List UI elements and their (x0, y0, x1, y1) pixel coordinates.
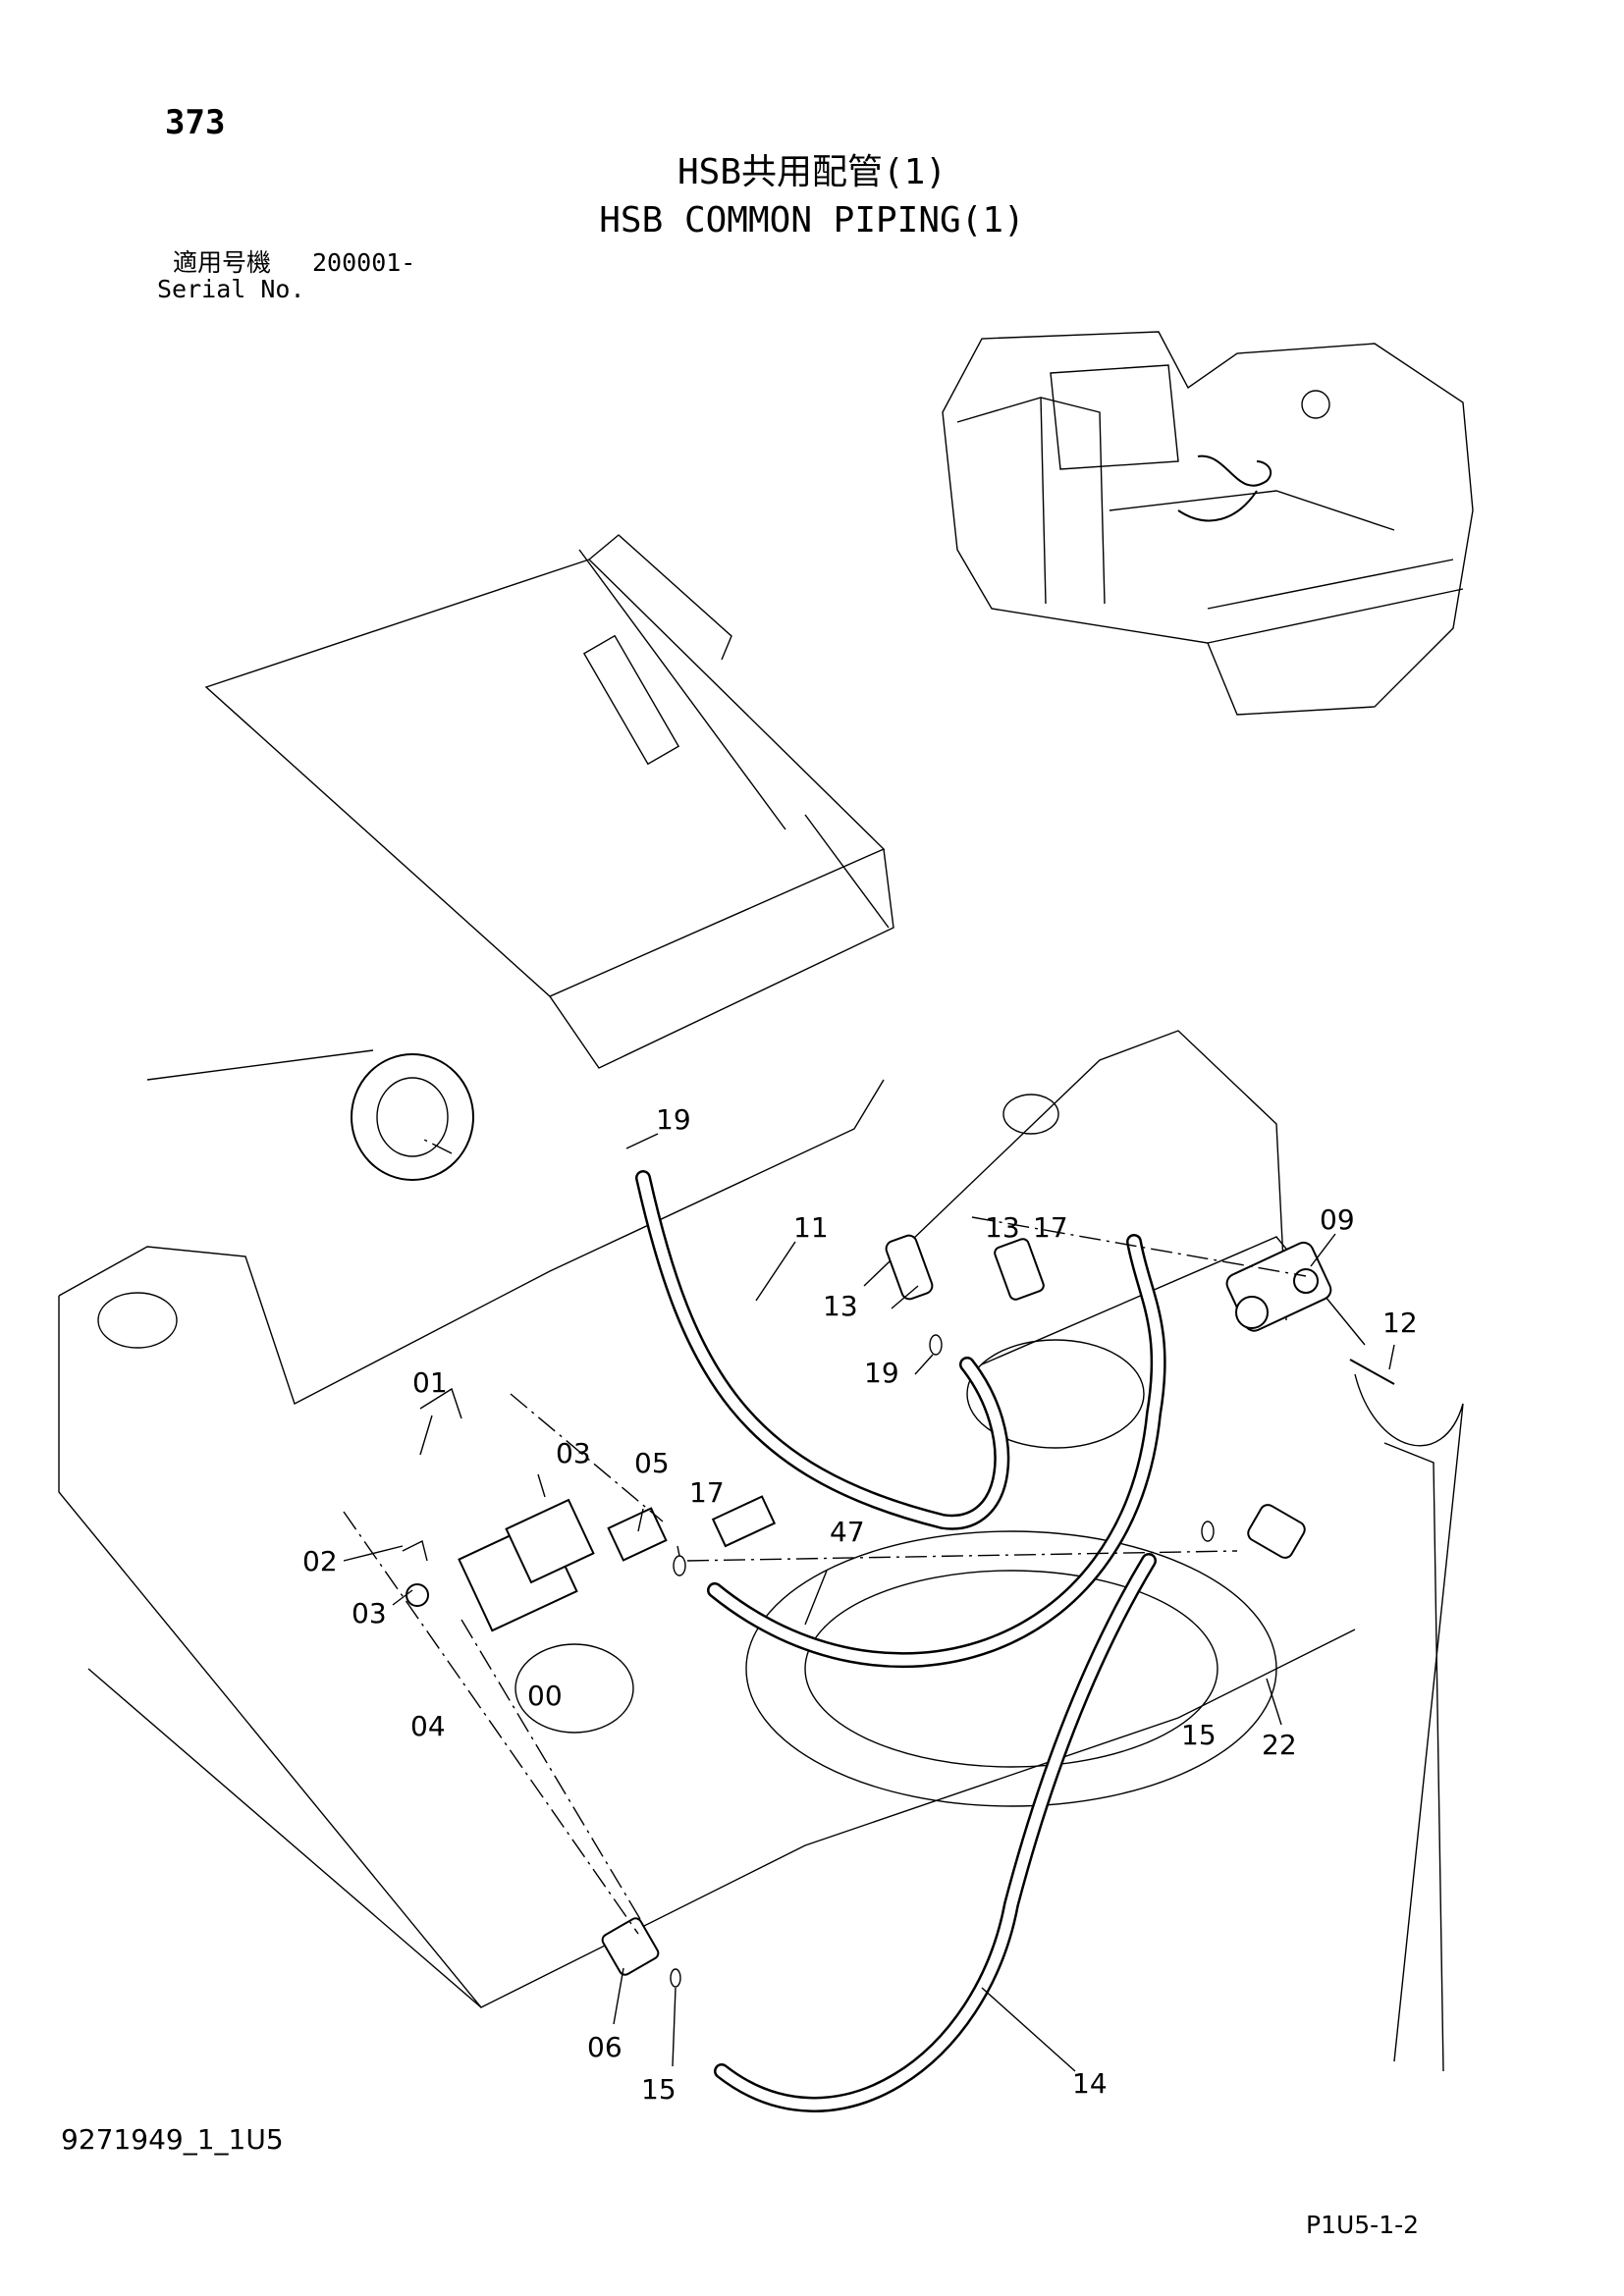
callout: 14 (1072, 2067, 1108, 2100)
sheet-code: P1U5-1-2 (1306, 2211, 1420, 2239)
leader-lines (343, 1133, 1395, 2072)
callout: 00 (527, 1680, 563, 1712)
callout: 12 (1382, 1307, 1418, 1339)
callout: 17 (1033, 1211, 1068, 1244)
serial-label-english: Serial No. (157, 275, 305, 303)
callout: 47 (830, 1516, 865, 1548)
callout: 17 (689, 1476, 725, 1509)
callout: 09 (1320, 1203, 1355, 1236)
callout-labels: 19 11 13 17 09 13 19 12 01 03 05 17 47 0… (302, 1103, 1418, 2106)
serial-label-japanese: 適用号機 (173, 248, 272, 277)
callout: 15 (641, 2073, 677, 2106)
callout: 22 (1262, 1729, 1297, 1761)
drawing-number: 9271949_1_1U5 (61, 2123, 284, 2156)
callout: 01 (412, 1366, 448, 1399)
callout: 06 (587, 2031, 623, 2063)
callout: 13 (823, 1290, 858, 1322)
title-english: HSB COMMON PIPING(1) (599, 200, 1025, 240)
callout: 11 (793, 1211, 829, 1244)
fittings (402, 1234, 1395, 1988)
machine-inset-view (942, 331, 1474, 716)
callout: 15 (1181, 1719, 1217, 1751)
callout: 19 (656, 1103, 691, 1136)
hoses (635, 1170, 1166, 2112)
callout: 03 (556, 1437, 591, 1469)
callout: 05 (634, 1447, 670, 1479)
title-japanese: HSB共用配管(1) (677, 152, 947, 192)
callout: 13 (985, 1211, 1020, 1244)
serial-value: 200001- (312, 248, 416, 277)
callout: 02 (302, 1545, 338, 1577)
upper-frame (58, 1030, 1464, 2072)
boom (146, 534, 894, 1181)
callout: 03 (352, 1597, 387, 1629)
callout: 19 (864, 1357, 899, 1389)
callout: 04 (410, 1710, 446, 1742)
page-number: 373 (165, 103, 226, 142)
